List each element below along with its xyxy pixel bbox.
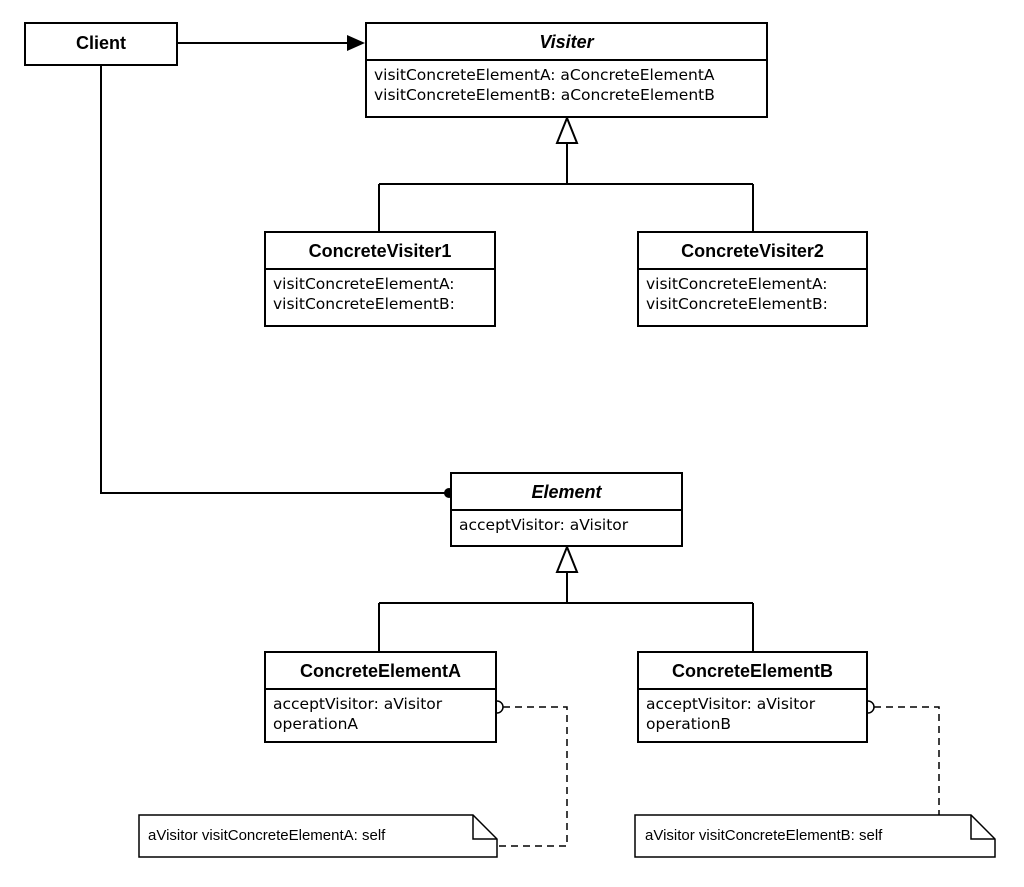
operation: visitConcreteElementB: [273,295,455,313]
visiter-operations: visitConcreteElementA: aConcreteElementA… [367,61,766,105]
concrete-visiter2-operations: visitConcreteElementA: visitConcreteElem… [639,270,866,314]
inheritance-triangle [555,544,579,573]
note-a-text: aVisitor visitConcreteElementA: self [148,827,386,844]
visiter-inheritance [378,115,754,231]
concrete-visiter2-class-name: ConcreteVisiter2 [639,233,866,270]
client-visiter-association [178,35,365,51]
concrete-visiter1-operations: visitConcreteElementA: visitConcreteElem… [266,270,494,314]
operation: visitConcreteElementA: [646,275,828,293]
concrete-element-a-class-name: ConcreteElementA [266,653,495,690]
operation: acceptVisitor: aVisitor [646,695,816,713]
concrete-visiter1-class-name: ConcreteVisiter1 [266,233,494,270]
note-a-link [490,700,568,847]
concrete-element-a-operations: acceptVisitor: aVisitor operationA [266,690,495,734]
note-b-shape [634,814,996,858]
operation: acceptVisitor: aVisitor [459,516,629,534]
operation: visitConcreteElementA: aConcreteElementA [374,66,715,84]
operation: acceptVisitor: aVisitor [273,695,443,713]
element-class[interactable]: Element acceptVisitor: aVisitor [450,472,683,547]
visiter-class[interactable]: Visiter visitConcreteElementA: aConcrete… [365,22,768,118]
inheritance-triangle [555,115,579,144]
concrete-visiter2-class[interactable]: ConcreteVisiter2 visitConcreteElementA: … [637,231,868,327]
concrete-element-b-operations: acceptVisitor: aVisitor operationB [639,690,866,734]
concrete-visiter1-class[interactable]: ConcreteVisiter1 visitConcreteElementA: … [264,231,496,327]
note-b-link [861,700,940,815]
client-class[interactable]: Client [24,22,178,66]
operation: visitConcreteElementA: [273,275,455,293]
concrete-element-b-class[interactable]: ConcreteElementB acceptVisitor: aVisitor… [637,651,868,743]
element-class-name: Element [452,474,681,511]
visiter-class-name: Visiter [367,24,766,61]
note-a-shape [138,814,498,858]
concrete-element-b-class-name: ConcreteElementB [639,653,866,690]
operation: visitConcreteElementB: aConcreteElementB [374,86,715,104]
element-inheritance [378,544,754,651]
operation: visitConcreteElementB: [646,295,828,313]
operation: operationB [646,715,732,733]
note-b-text: aVisitor visitConcreteElementB: self [645,827,883,844]
operation: operationA [273,715,359,733]
element-operations: acceptVisitor: aVisitor [452,511,681,535]
association-arrowhead [347,35,365,51]
concrete-element-a-class[interactable]: ConcreteElementA acceptVisitor: aVisitor… [264,651,497,743]
